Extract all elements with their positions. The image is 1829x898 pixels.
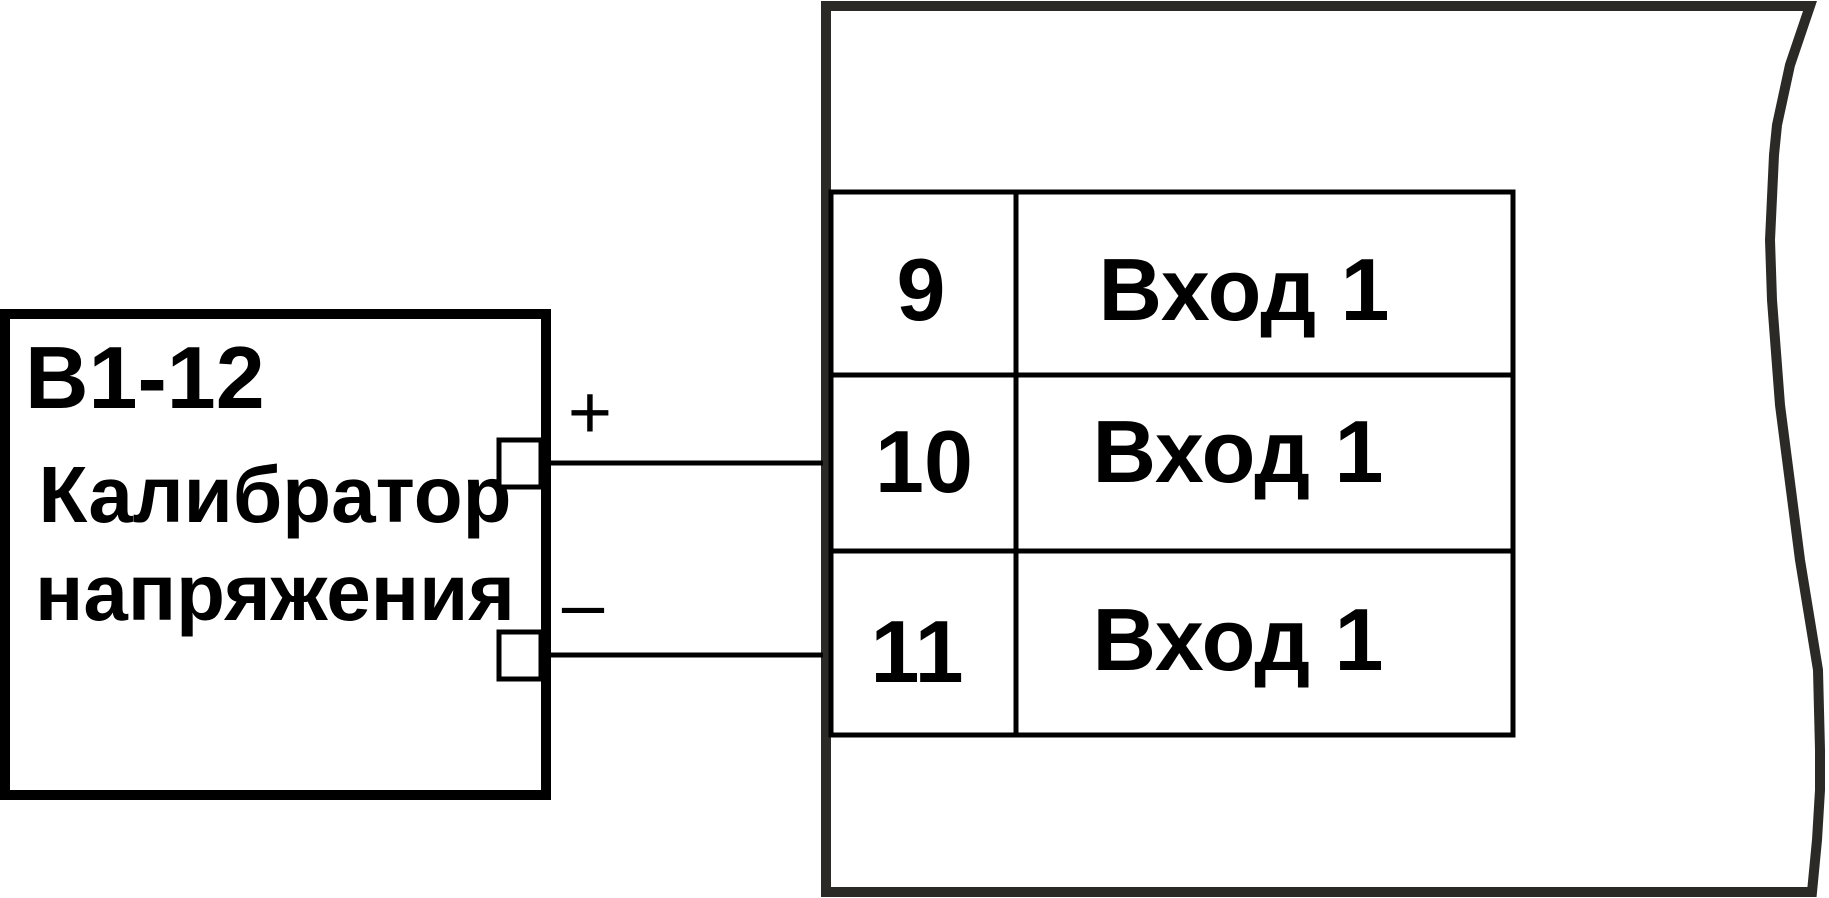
terminal-number-10: 10 — [875, 412, 973, 511]
terminal-number-11: 11 — [870, 602, 963, 701]
plus-sign: + — [568, 370, 612, 455]
plus-terminal — [496, 437, 544, 490]
calibrator-model: В1-12 — [25, 328, 265, 427]
device-housing — [821, 0, 1825, 897]
terminal-label-11: Вход 1 — [1093, 590, 1384, 689]
terminal-label-9: Вход 1 — [1099, 240, 1390, 339]
calibrator-box — [0, 309, 551, 800]
calibrator-name-line1: Калибратор — [39, 450, 512, 539]
minus-terminal — [496, 629, 544, 682]
calibrator-name-line2: напряжения — [35, 548, 515, 637]
terminal-number-9: 9 — [897, 240, 946, 339]
terminal-label-10: Вход 1 — [1093, 402, 1384, 501]
minus-sign: – — [562, 562, 605, 647]
terminal-block — [828, 189, 1516, 738]
terminal-block-outline — [828, 189, 1516, 738]
